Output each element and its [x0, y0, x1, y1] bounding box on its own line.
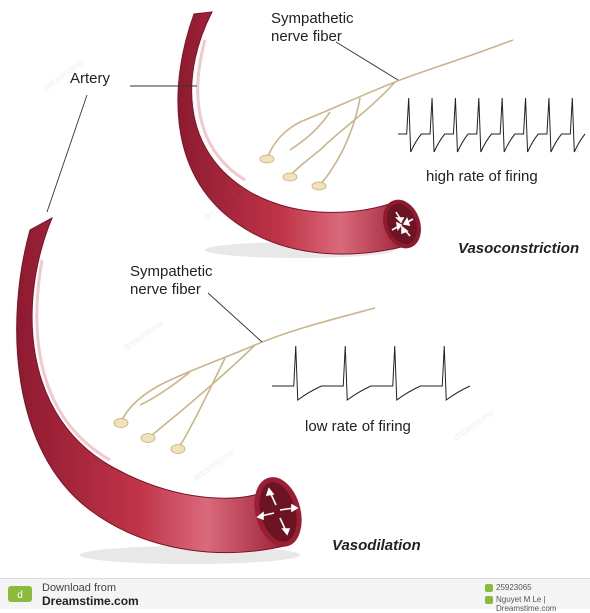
download-from-text: Download from [42, 582, 116, 594]
label-artery: Artery [70, 70, 110, 88]
credit-icon [485, 596, 493, 604]
label-nerve-bottom-2: nerve fiber [130, 281, 201, 299]
footer-bar: d Download from Dreamstime.com 25923065 … [0, 578, 590, 609]
dreamstime-logo-icon: d [6, 583, 36, 605]
label-high-rate: high rate of firing [426, 168, 538, 186]
label-vasodilation: Vasodilation [332, 537, 421, 555]
nerve-fiber-top [268, 40, 513, 185]
id-icon [485, 584, 493, 592]
label-low-rate: low rate of firing [305, 418, 411, 436]
firing-trace-high [398, 98, 585, 152]
synapses-bottom [114, 419, 185, 454]
label-nerve-bottom-1: Sympathetic [130, 263, 213, 281]
svg-text:d: d [17, 590, 23, 601]
firing-trace-low [272, 346, 470, 400]
label-nerve-top-1: Sympathetic [271, 10, 354, 28]
credit-text: Nguyet M Le | Dreamstime.com [496, 595, 590, 613]
label-nerve-top-2: nerve fiber [271, 28, 342, 46]
download-site-link[interactable]: Dreamstime.com [42, 594, 139, 608]
label-vasoconstriction: Vasoconstriction [458, 240, 579, 258]
image-id-text: 25923065 [496, 583, 532, 592]
